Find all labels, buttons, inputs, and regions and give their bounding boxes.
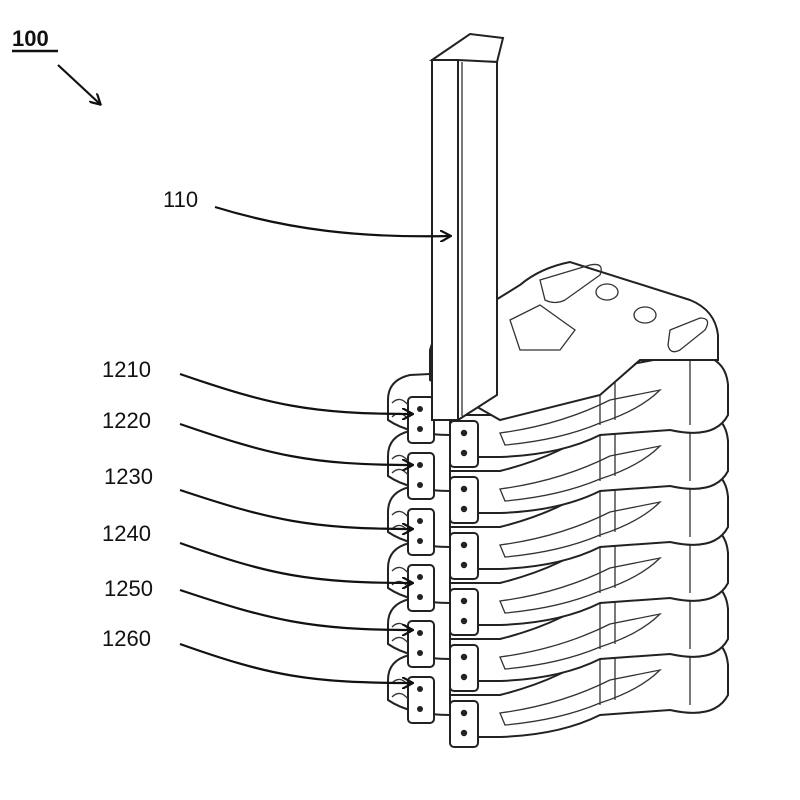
leader-1210 [180, 374, 412, 414]
front-tab [450, 533, 478, 579]
tab-hole [417, 482, 423, 488]
tab-hole [417, 650, 423, 656]
side-tab [408, 621, 434, 667]
leader-1240 [180, 543, 412, 583]
tab-hole [461, 506, 467, 512]
leader-1230 [180, 490, 412, 529]
tab-hole [417, 462, 423, 468]
tab-hole [417, 518, 423, 524]
side-tab [408, 453, 434, 499]
tab-hole [461, 542, 467, 548]
tab-hole [461, 486, 467, 492]
tab-hole [461, 562, 467, 568]
side-tab [408, 397, 434, 443]
tab-hole [461, 674, 467, 680]
figure-reference: 100 [12, 26, 49, 51]
tab-hole [417, 538, 423, 544]
label-1230: 1230 [104, 464, 153, 489]
leader-1260 [180, 644, 412, 683]
front-tab [450, 421, 478, 467]
label-110: 110 [163, 187, 198, 212]
front-tab [450, 477, 478, 523]
label-1250: 1250 [104, 576, 153, 601]
label-1210: 1210 [102, 357, 151, 382]
leader-1220 [180, 424, 412, 465]
tab-hole [417, 406, 423, 412]
tab-hole [417, 574, 423, 580]
leader-1250 [180, 590, 412, 630]
tab-hole [461, 654, 467, 660]
tab-hole [461, 618, 467, 624]
leader-110 [215, 207, 450, 236]
figure-reference-arrow [58, 65, 100, 104]
tab-hole [417, 630, 423, 636]
label-1220: 1220 [102, 408, 151, 433]
tab-hole [461, 710, 467, 716]
label-1260: 1260 [102, 626, 151, 651]
front-tab [450, 589, 478, 635]
tab-hole [461, 430, 467, 436]
side-tab [408, 509, 434, 555]
tab-hole [461, 450, 467, 456]
label-1240: 1240 [102, 521, 151, 546]
tab-hole [461, 598, 467, 604]
tab-hole [461, 730, 467, 736]
tab-hole [417, 706, 423, 712]
tab-hole [417, 594, 423, 600]
front-tab [450, 645, 478, 691]
side-tab [408, 565, 434, 611]
tab-hole [417, 686, 423, 692]
front-tab [450, 701, 478, 747]
pillar [432, 34, 503, 420]
tab-hole [417, 426, 423, 432]
